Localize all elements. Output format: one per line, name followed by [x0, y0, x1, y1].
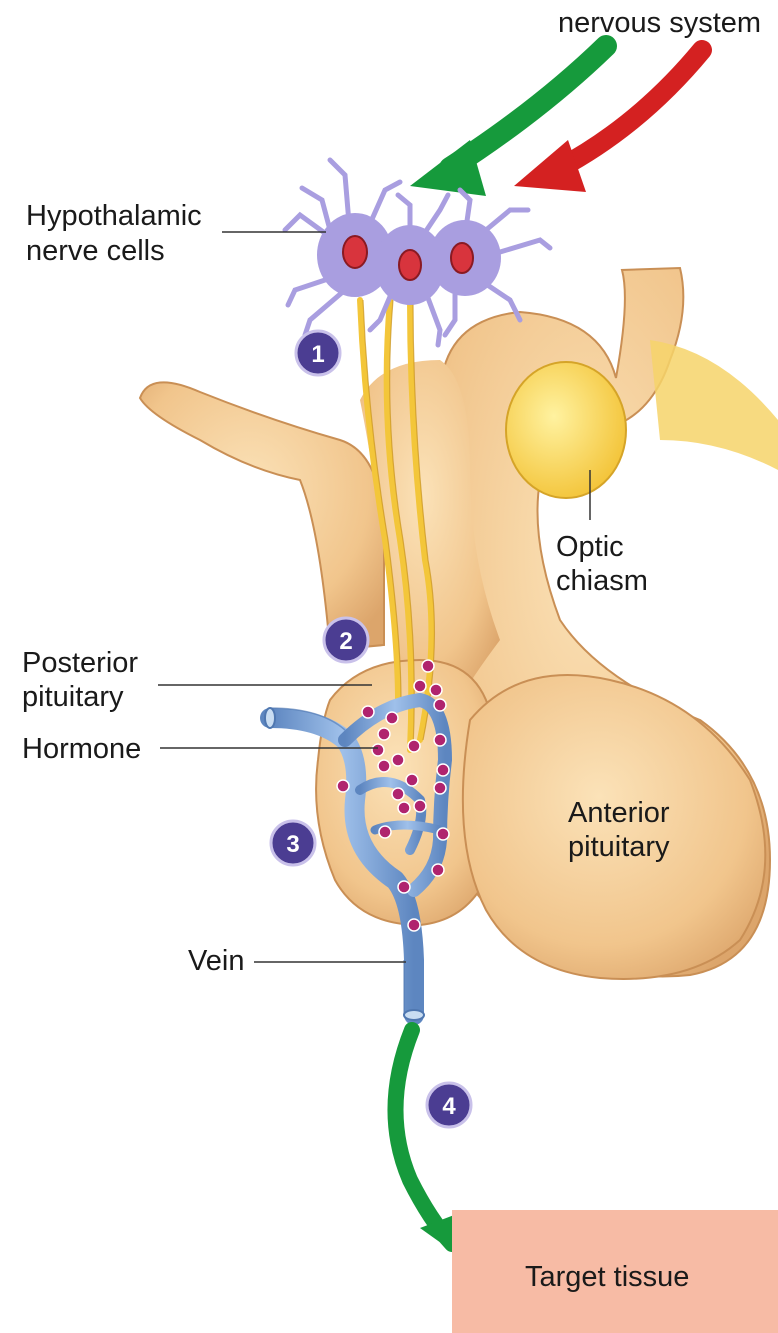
- posterior-label-line2: pituitary: [22, 681, 124, 713]
- step-3-marker: 3: [271, 821, 315, 865]
- vein-label: Vein: [188, 945, 244, 977]
- posterior-label-line1: Posterior: [22, 647, 138, 679]
- red-input-arrow: [514, 50, 702, 192]
- optic-chiasm-label-line1: Optic: [556, 531, 624, 563]
- anterior-label-line2: pituitary: [568, 831, 670, 863]
- neuron-3-nucleus: [451, 243, 473, 273]
- step-2-number: 2: [339, 628, 352, 655]
- neuron-2-nucleus: [399, 250, 421, 280]
- step-4-marker: 4: [427, 1083, 471, 1127]
- anterior-label-line1: Anterior: [568, 797, 670, 829]
- step-4-number: 4: [442, 1093, 456, 1120]
- hypothalamic-label-line2: nerve cells: [26, 235, 165, 267]
- optic-chiasm: [506, 362, 626, 498]
- hormone-label: Hormone: [22, 733, 141, 765]
- step-3-number: 3: [286, 831, 299, 858]
- optic-chiasm-label-line2: chiasm: [556, 565, 648, 597]
- neuron-1-nucleus: [343, 236, 367, 268]
- vein-opening-top: [265, 708, 275, 728]
- step-1-number: 1: [311, 341, 324, 368]
- nervous-system-label: nervous system: [558, 7, 761, 39]
- hypothalamic-label-line1: Hypothalamic: [26, 200, 202, 232]
- step-2-marker: 2: [324, 618, 368, 662]
- pituitary-tissue: [140, 268, 778, 979]
- vein-opening-bottom: [404, 1010, 424, 1020]
- target-tissue-label: Target tissue: [525, 1261, 689, 1293]
- step-1-marker: 1: [296, 331, 340, 375]
